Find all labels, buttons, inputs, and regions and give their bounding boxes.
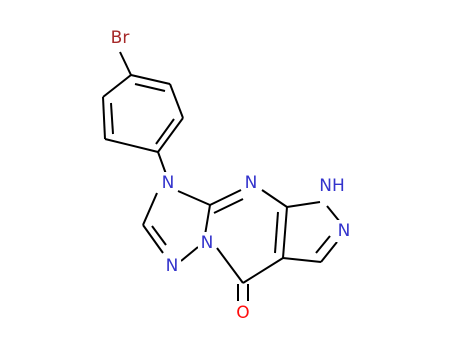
bond-c2-c3-inner [110,102,114,135]
atom-n-pyrazole: N [335,220,353,242]
bond-c2-c3 [102,96,106,140]
atom-label-n-pyrazole: N [338,221,351,241]
bond-cjunc-n9 [177,190,211,206]
bond-nh-npyraz [326,205,341,223]
atom-br: Br [103,26,137,48]
atom-n-pyrimidine: N [242,172,260,194]
bond-ch-ntri-inner [151,225,167,246]
bond-nbridge-cjunc [204,204,211,236]
bond-c7a-nh [286,201,321,208]
bond-c6-c1 [130,74,171,85]
bond-c7a-c3a [282,206,288,259]
bond-c3-c4 [104,138,159,153]
bond-c4-c5-inner [155,118,175,145]
atom-labels: Br N N NH N N N O [103,26,353,325]
bond-ch-ntri [142,224,164,254]
bond-c4-n9 [157,151,167,175]
atom-nh: NH [311,174,353,198]
bond-c1-c2 [102,74,132,98]
bond-c3-c3a [282,257,322,263]
atom-label-nh: NH [319,176,345,196]
atom-n-triazole: N [163,255,181,277]
bond-c7a-c3a-inner [274,211,279,254]
atom-o: O [233,301,253,325]
bond-cjunc-npyr-inner [213,198,244,214]
bonds [102,51,341,302]
atom-label-br: Br [111,28,130,48]
bond-c5-c6 [169,83,184,119]
bond-c4-c5 [157,117,184,153]
atom-label-n-triazole: N [166,256,179,276]
atom-n9: N [159,172,177,194]
atom-label-n-bridgehead: N [201,233,214,253]
bond-npyr-c7a [261,189,288,208]
bond-n9-ch [142,192,158,226]
bond-br-c1 [119,51,132,76]
atom-label-o: O [236,303,249,323]
bond-cjunc-npyr [209,189,242,206]
bond-ntri-nbridge [180,246,199,262]
atom-n-bridgehead: N [198,232,216,254]
atom-label-n-pyrimidine: N [245,173,258,193]
bond-npyraz-c3 [320,241,338,263]
bond-c6-c1-inner [134,83,166,92]
bond-c4-nbridge [216,247,244,284]
bond-npyraz-c3-inner [315,235,331,254]
bond-c3a-c4 [242,257,284,284]
atom-label-n9: N [162,173,175,193]
